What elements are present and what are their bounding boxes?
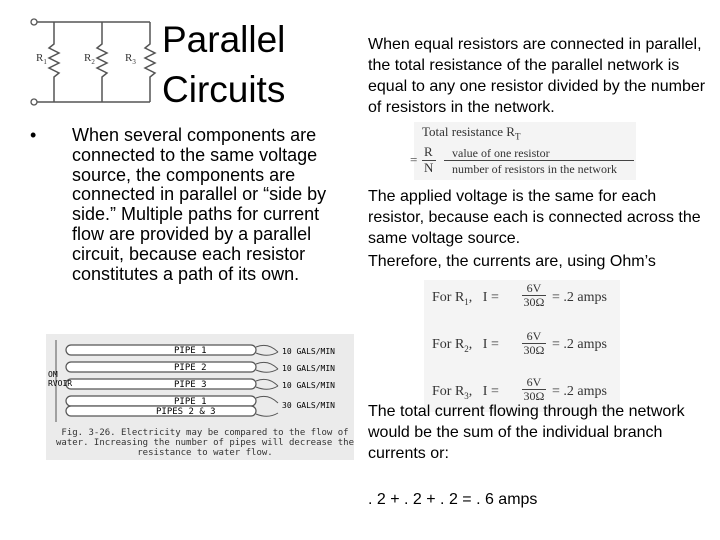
figure-caption: Fig. 3-26. Electricity may be compared t… [55, 428, 354, 458]
ohm-result-r3: = .2 amps [552, 384, 607, 399]
formula-r: R [424, 144, 433, 159]
r3-label: R3 [125, 52, 136, 67]
water-pipe-figure: PIPE 1 PIPE 2 PIPE 3 PIPE 1 PIPES 2 & 3 … [46, 334, 354, 460]
page-title-line1: Parallel [162, 19, 286, 60]
formula-equals: = [410, 152, 418, 167]
formula-fraction-bar [422, 160, 436, 161]
formula-n: N [424, 160, 434, 175]
formula-label-bar [444, 160, 634, 161]
flow-label: 10 GALS/MIN [282, 347, 335, 356]
pipe-label: PIPE 2 [174, 363, 207, 373]
applied-voltage-paragraph: The applied voltage is the same for each… [368, 188, 701, 247]
ohms-law-intro: Therefore, the currents are, using Ohm’s [368, 253, 656, 270]
pipe-label: PIPES 2 & 3 [156, 407, 216, 417]
bullet-marker: • [30, 125, 37, 145]
total-current-paragraph: The total current flowing through the ne… [368, 403, 685, 462]
equal-resistors-paragraph: When equal resistors are connected in pa… [368, 36, 706, 116]
r2-label: R2 [84, 52, 95, 67]
ohm-row-r3: For R3, I = [432, 384, 499, 401]
pipe-label: PIPE 1 [174, 346, 207, 356]
total-resistance-formula: Total resistance RT R = N value of one r… [410, 122, 636, 180]
bullet-paragraph: When several components are connected to… [72, 125, 327, 284]
r1-label: R1 [36, 52, 47, 67]
formula-numerator-label: value of one resistor [452, 146, 550, 160]
ohm-row-r2: For R2, I = [432, 337, 499, 354]
pipe-label: PIPE 1 [174, 397, 207, 407]
pipe-drawing [55, 340, 279, 422]
page-title-line2: Circuits [162, 69, 286, 110]
flow-label: 10 GALS/MIN [282, 381, 335, 390]
parallel-schematic: R1 R2 R3 [26, 16, 160, 112]
formula-denominator-label: number of resistors in the network [452, 162, 617, 176]
parallel-circuit-diagram [30, 18, 157, 106]
formula-header: Total resistance RT [422, 124, 521, 142]
current-sum: . 2 + . 2 + . 2 = . 6 amps [368, 491, 538, 508]
ohm-result-r2: = .2 amps [552, 337, 607, 352]
ohm-row-r1: For R1, I = [432, 290, 499, 307]
reservoir-label-line2: RVOIR [48, 379, 73, 388]
flow-label: 30 GALS/MIN [282, 401, 335, 410]
ohm-result-r1: = .2 amps [552, 290, 607, 305]
flow-label: 10 GALS/MIN [282, 364, 335, 373]
pipe-label: PIPE 3 [174, 380, 207, 390]
reservoir-label-line1: OM [48, 370, 58, 379]
